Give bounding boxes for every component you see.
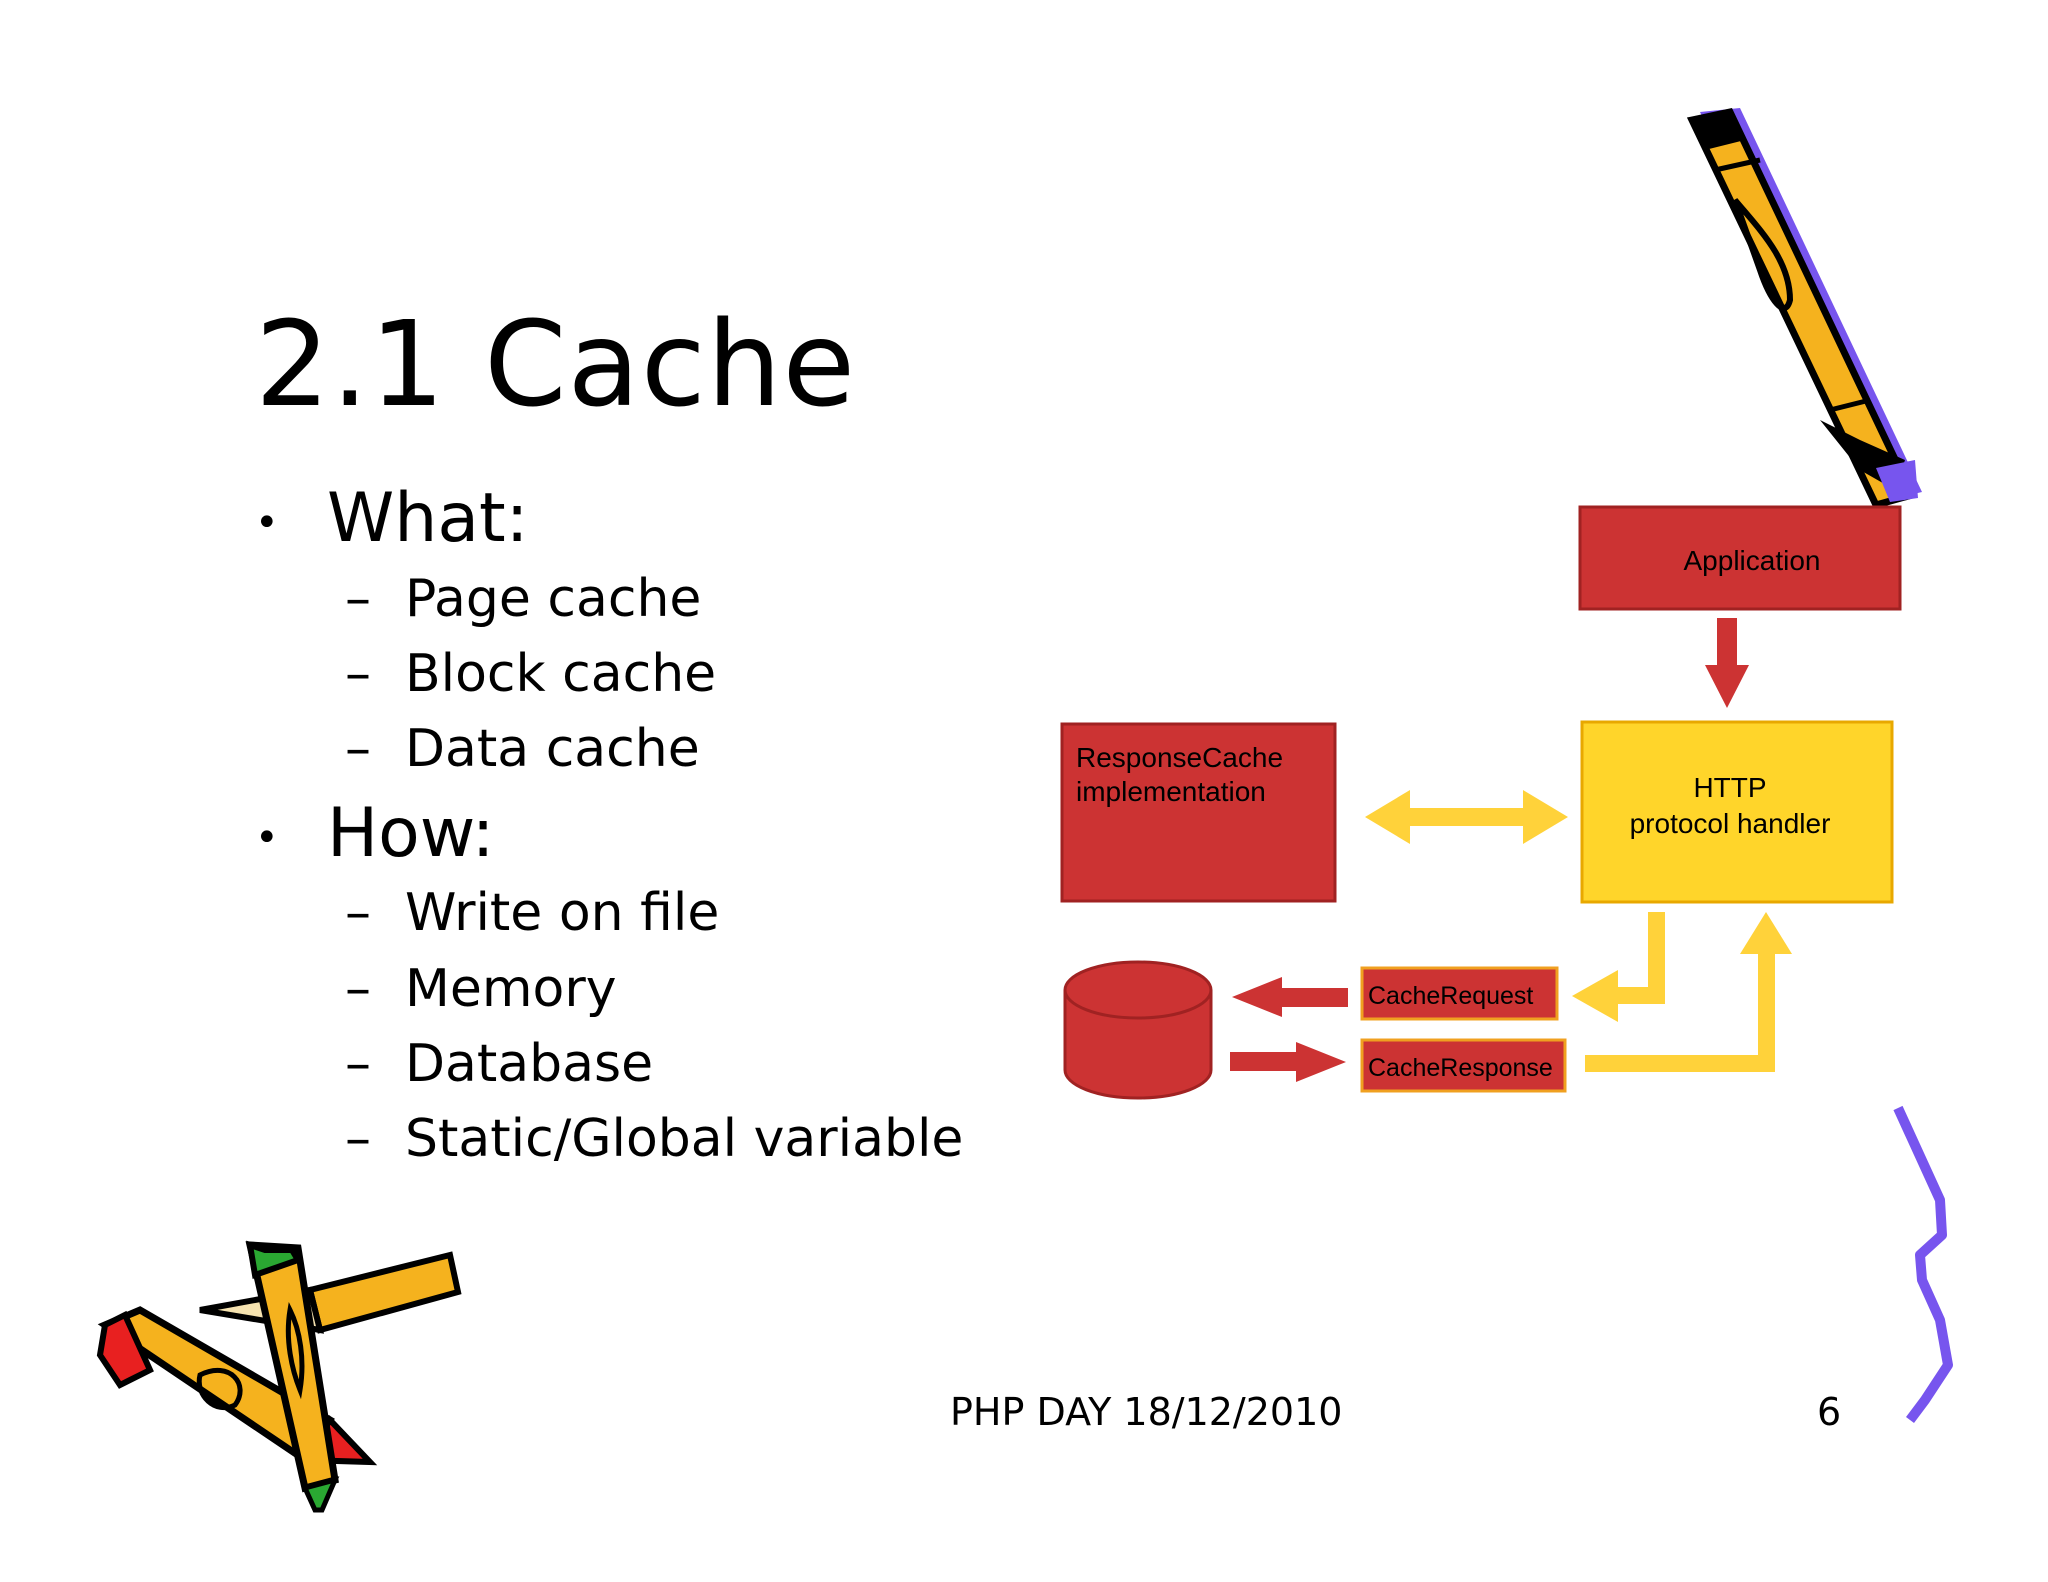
- http-label-line1: HTTP: [1693, 772, 1766, 803]
- crossed-pencils-icon: [96, 1240, 462, 1513]
- cache-response-label: CacheResponse: [1368, 1054, 1553, 1082]
- bullet-dot: •: [255, 500, 279, 546]
- elbow-arrow-icon: [1585, 912, 1792, 1072]
- response-cache-label-line1: ResponseCache: [1076, 742, 1283, 773]
- bullet-list: • What: –Page cache –Block cache –Data c…: [255, 479, 964, 1169]
- elbow-arrow-icon: [1572, 912, 1665, 1022]
- arrow-left-icon: [1232, 977, 1348, 1017]
- bullet-dot: •: [255, 815, 279, 861]
- cache-request-box: CacheRequest: [1360, 966, 1559, 1021]
- footer-text: PHP DAY 18/12/2010: [950, 1390, 1343, 1434]
- cache-request-label: CacheRequest: [1368, 982, 1533, 1010]
- http-protocol-handler-box: HTTP protocol handler: [1580, 720, 1894, 904]
- response-cache-label-line2: implementation: [1076, 776, 1266, 807]
- double-arrow-icon: [1365, 790, 1568, 844]
- arrow-down-icon: [1705, 618, 1749, 708]
- cache-response-box: CacheResponse: [1360, 1038, 1567, 1093]
- bullet-label: What:: [327, 479, 529, 558]
- arrow-right-icon: [1230, 1042, 1346, 1082]
- squiggle-decoration: [1893, 1105, 1953, 1423]
- database-icon: [1063, 960, 1213, 1100]
- page-number: 6: [1817, 1390, 1842, 1434]
- response-cache-box: ResponseCache implementation: [1060, 722, 1337, 903]
- slide-title: 2.1 Cache: [255, 295, 857, 433]
- application-label: Application: [1684, 545, 1821, 576]
- pencil-icon: [1686, 108, 1922, 510]
- application-box: Application: [1578, 505, 1902, 611]
- http-label-line2: protocol handler: [1630, 808, 1831, 839]
- bullet-label: How:: [327, 794, 495, 873]
